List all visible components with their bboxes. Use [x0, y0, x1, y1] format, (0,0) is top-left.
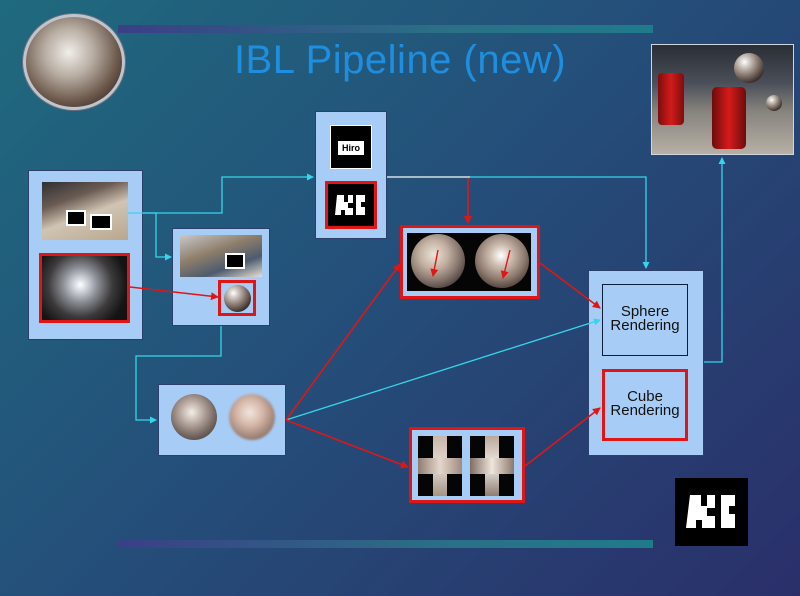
sphere-rendering-box: Sphere Rendering	[602, 284, 688, 356]
top-accent-bar	[118, 25, 653, 33]
coke-can-left	[658, 73, 684, 125]
cropped-ball	[224, 285, 251, 312]
sphere-rendering-label: Sphere Rendering	[610, 303, 680, 334]
cropped-ball-frame	[218, 280, 256, 316]
coke-scene-sphere-small	[766, 95, 782, 111]
ar-marker-2	[90, 214, 112, 230]
cyan-line-render-to-output	[704, 157, 726, 363]
sphere-pair-frame	[400, 225, 540, 299]
cube-face-4	[470, 458, 514, 474]
ar-marker-frame	[325, 181, 377, 229]
ar-marker-glyph	[335, 195, 365, 215]
blurred-sphere-image	[229, 394, 275, 440]
coke-scene-sphere	[734, 53, 764, 83]
sphere-right	[475, 234, 529, 288]
ar-marker-large-glyph	[686, 495, 735, 528]
ar-marker-icon	[328, 184, 374, 226]
cyan-line-input-to-marker	[128, 173, 314, 214]
cyan-line-unwarp-to-render	[285, 318, 601, 421]
warped-sphere-image	[171, 394, 217, 440]
mirror-ball-photo	[23, 14, 125, 110]
cube-map-left	[418, 436, 462, 496]
cropped-marker	[225, 253, 245, 269]
mirror-ball-closeup-frame	[39, 253, 130, 323]
slide-title: IBL Pipeline (new)	[233, 38, 567, 82]
red-arrow-unwarp-to-spheres	[285, 263, 401, 421]
cropped-scene-photo	[180, 235, 262, 277]
cyan-line-input-to-crop	[143, 212, 172, 261]
table-markers-photo	[42, 182, 128, 240]
hiro-marker-label: Hiro	[338, 141, 364, 155]
rendering-box	[588, 270, 704, 456]
cube-rendering-label: Cube Rendering	[610, 388, 680, 419]
red-arrow-unwarp-to-cube	[285, 419, 409, 469]
mirror-ball-closeup	[42, 256, 127, 320]
coke-can-render-photo	[651, 44, 794, 155]
cube-map-frame	[409, 427, 525, 503]
cube-face-2	[418, 458, 462, 474]
coke-can-right	[712, 87, 746, 149]
sphere-left	[411, 234, 465, 288]
hiro-marker-icon: Hiro	[330, 125, 372, 169]
ar-marker-large-icon	[675, 478, 748, 546]
ar-marker-1	[66, 210, 86, 226]
cube-map-right	[470, 436, 514, 496]
cube-rendering-box: Cube Rendering	[602, 369, 688, 441]
bottom-accent-bar	[118, 540, 653, 548]
